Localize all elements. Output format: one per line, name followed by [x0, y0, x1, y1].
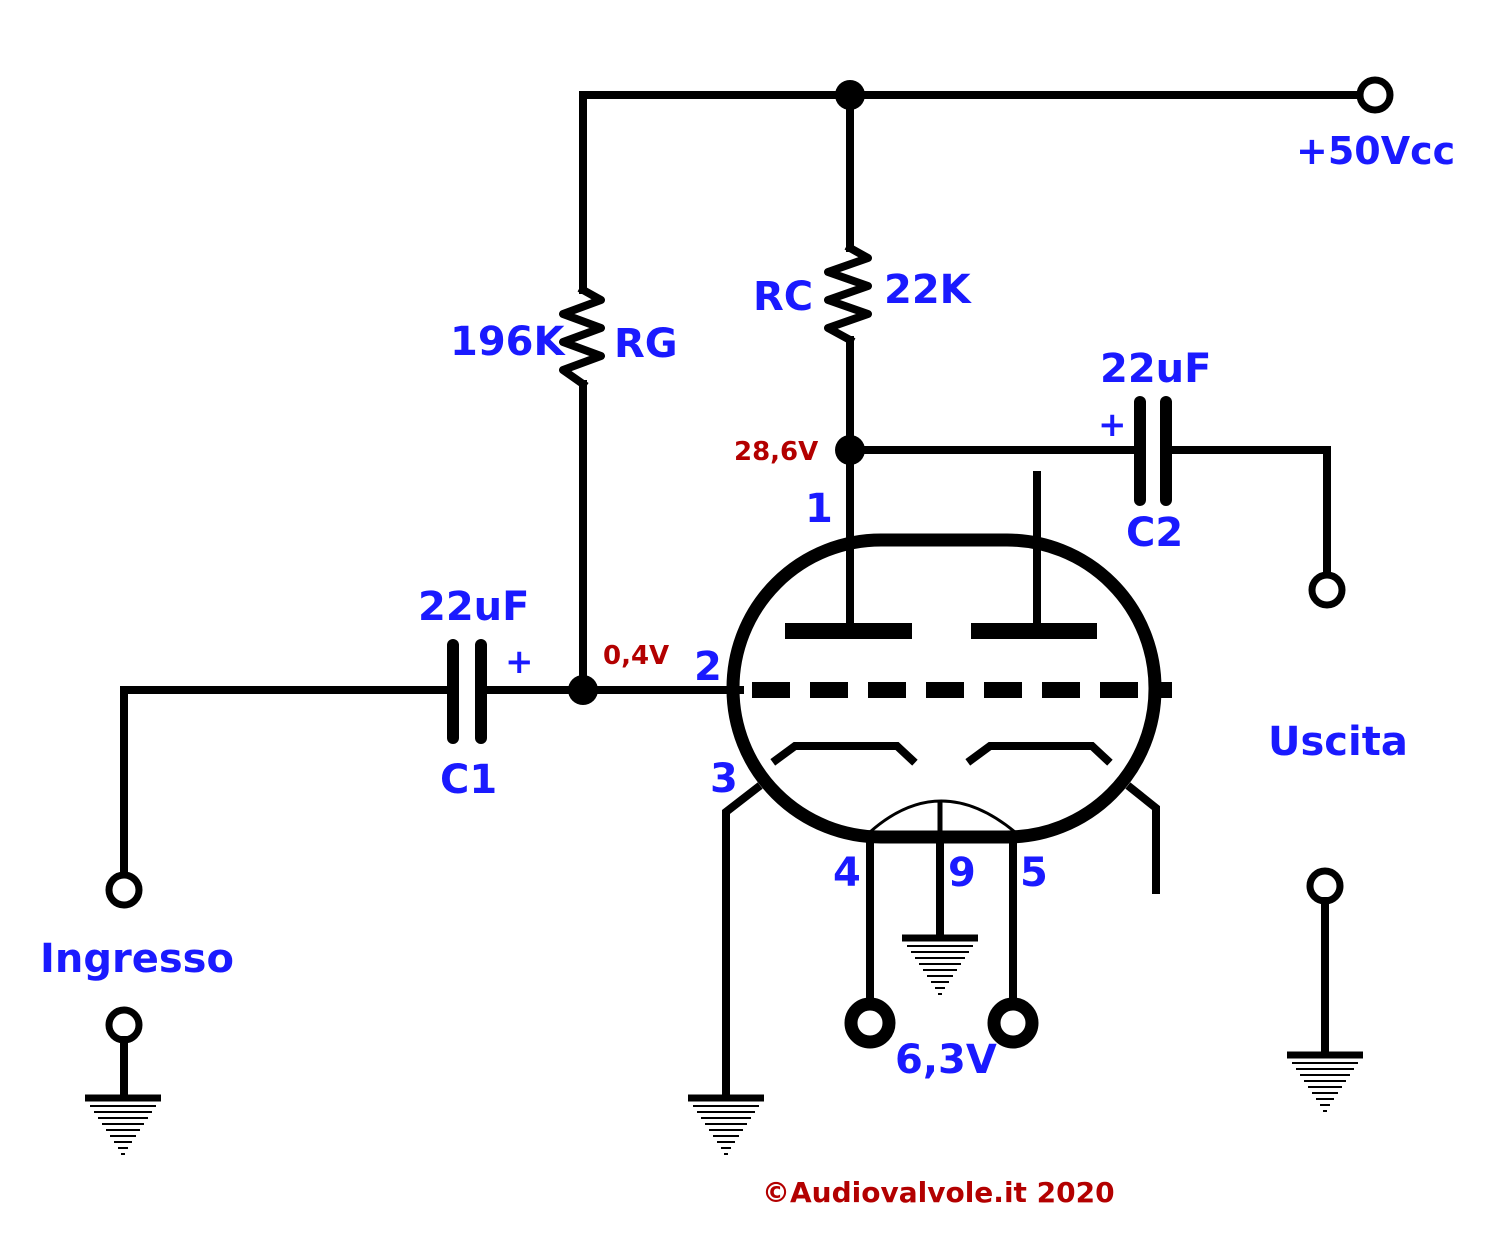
c1-value-label: 22uF — [418, 584, 529, 630]
vacuum-tube — [722, 471, 1172, 1099]
plate-voltage-label: 28,6V — [734, 437, 818, 467]
ground-symbol-cathode — [688, 1094, 764, 1155]
grid-voltage-label: 0,4V — [603, 641, 669, 671]
c2-capacitor — [846, 396, 1346, 609]
input-label: Ingresso — [40, 936, 234, 982]
grid-junction-node — [568, 675, 598, 705]
input-terminal-ground — [105, 1006, 143, 1044]
pin-3-label: 3 — [710, 756, 738, 802]
c1-polarity-label: + — [505, 642, 534, 682]
rg-value-label: 196K — [450, 319, 566, 365]
supply-terminal — [1356, 76, 1394, 114]
ground-symbol-output — [1287, 867, 1363, 1112]
supply-voltage-label: +50Vcc — [1296, 129, 1455, 173]
pin-9-label: 9 — [948, 850, 976, 896]
copyright-label: ©Audiovalvole.it 2020 — [762, 1176, 1115, 1209]
pin-2-label: 2 — [694, 644, 722, 690]
ground-symbol-pin9 — [902, 934, 978, 995]
supply-rail — [579, 76, 1394, 294]
c2-name-label: C2 — [1126, 510, 1183, 556]
input-terminal-signal — [105, 871, 143, 909]
c2-polarity-label: + — [1098, 405, 1127, 445]
c1-capacitor — [105, 639, 744, 909]
pin-5-label: 5 — [1020, 850, 1048, 896]
rc-name-label: RC — [753, 274, 813, 320]
c2-value-label: 22uF — [1100, 346, 1211, 392]
pin-4-label: 4 — [833, 850, 861, 896]
output-label: Uscita — [1268, 719, 1408, 765]
ground-symbol-input — [85, 1006, 161, 1155]
pin-1-label: 1 — [805, 486, 833, 532]
rg-name-label: RG — [614, 321, 678, 367]
c1-name-label: C1 — [440, 757, 497, 803]
heater-terminal-5 — [987, 997, 1039, 1049]
heater-voltage-label: 6,3V — [895, 1037, 997, 1083]
output-terminal-ground — [1306, 867, 1344, 905]
rc-value-label: 22K — [884, 267, 973, 313]
rg-resistor — [559, 284, 605, 694]
heater-terminal-4 — [844, 997, 896, 1049]
output-terminal-signal — [1308, 571, 1346, 609]
